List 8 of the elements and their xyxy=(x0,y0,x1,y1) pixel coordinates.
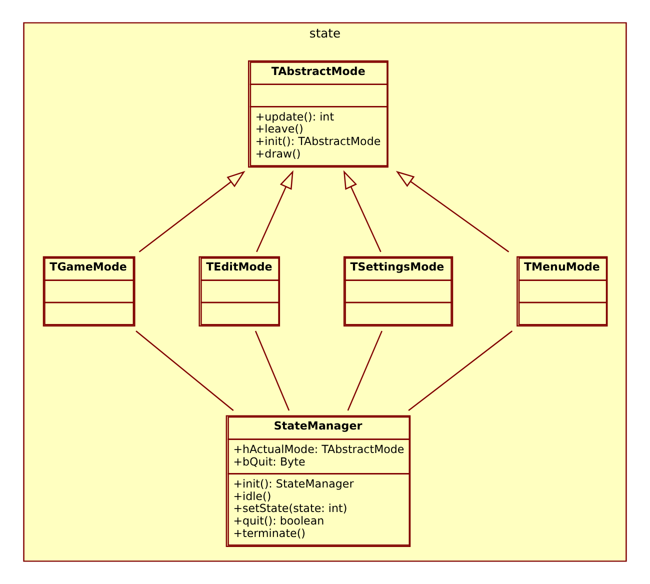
connector xyxy=(136,330,234,411)
arrow xyxy=(256,170,294,252)
arrow xyxy=(396,170,510,252)
connector xyxy=(254,330,290,411)
connector xyxy=(408,330,513,412)
arrow xyxy=(138,170,246,252)
connector xyxy=(347,330,382,411)
arrow xyxy=(343,170,382,252)
